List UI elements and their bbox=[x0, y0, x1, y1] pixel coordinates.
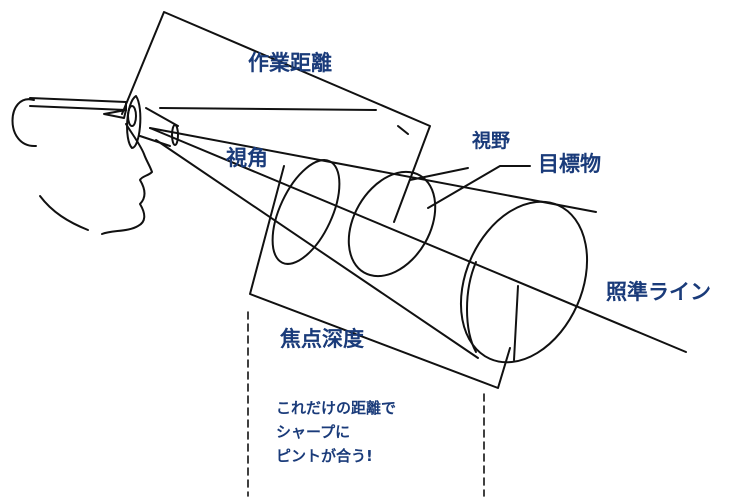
sight-line-label: 照準ライン bbox=[606, 280, 711, 304]
glasses-hinge bbox=[103, 109, 127, 119]
head-profile bbox=[11, 98, 153, 235]
field-of-view-label: 視野 bbox=[472, 130, 511, 152]
depth-note: これだけの距離で シャープに ピントが合う! bbox=[276, 396, 396, 468]
view-cone bbox=[149, 127, 687, 359]
note-line-3: ピントが合う! bbox=[276, 447, 373, 465]
target-inner-curve bbox=[466, 261, 477, 353]
cone-lower-ray bbox=[155, 139, 479, 359]
glasses-arm bbox=[29, 97, 127, 111]
loupe-barrel bbox=[139, 107, 179, 147]
target-ellipse bbox=[459, 200, 589, 364]
working-distance-label: 作業距離 bbox=[248, 51, 332, 75]
working-distance-bracket bbox=[121, 11, 431, 223]
eyeglasses bbox=[29, 95, 142, 149]
target-label: 目標物 bbox=[538, 152, 601, 176]
back-of-head bbox=[39, 195, 89, 231]
working-distance-tick bbox=[397, 125, 409, 135]
view-angle-label: 視角 bbox=[226, 146, 268, 170]
target-inner-line bbox=[513, 285, 519, 361]
field-of-view-ellipse bbox=[347, 170, 437, 278]
working-distance-leader bbox=[159, 107, 377, 111]
depth-of-focus-label: 焦点深度 bbox=[280, 327, 364, 351]
field-of-view-leader bbox=[409, 167, 469, 181]
target-leader bbox=[427, 165, 531, 209]
sight-line bbox=[149, 127, 687, 353]
note-line-1: これだけの距離で bbox=[276, 399, 397, 417]
face-profile bbox=[101, 123, 153, 235]
note-line-2: シャープに bbox=[276, 423, 351, 441]
depth-of-focus-bracket bbox=[249, 165, 511, 389]
lens-ring bbox=[127, 105, 137, 127]
near-focus-ellipse bbox=[271, 159, 341, 265]
cone-upper-ray bbox=[149, 127, 597, 213]
ear-outline bbox=[11, 98, 37, 148]
